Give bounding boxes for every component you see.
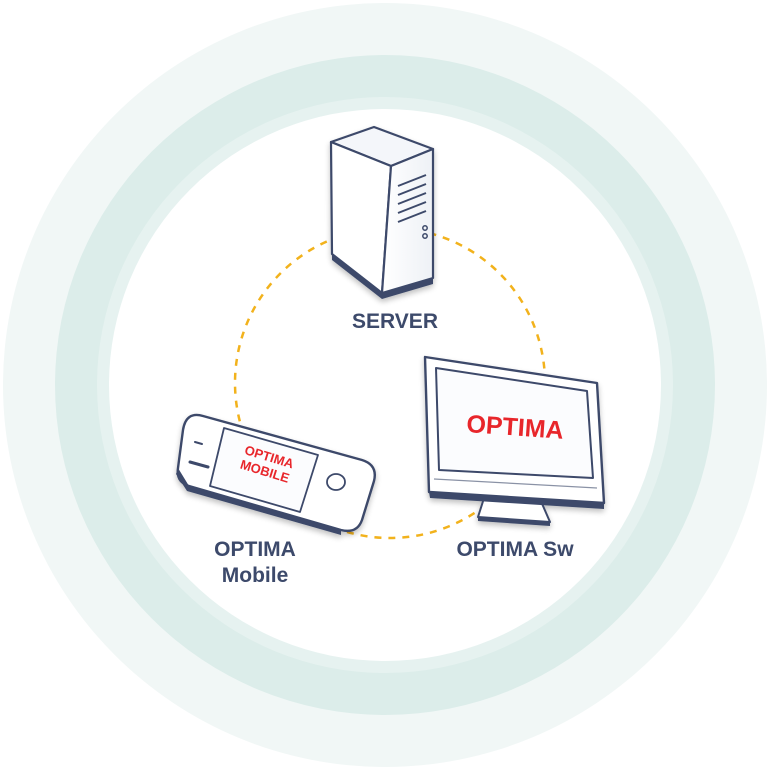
server-label: SERVER — [352, 310, 438, 333]
desktop-screen-text: OPTIMA — [466, 410, 565, 445]
mobile-label: OPTIMA Mobile — [170, 537, 340, 589]
desktop-label: OPTIMA Sw — [456, 538, 574, 561]
mobile-phone-icon — [176, 413, 376, 535]
mobile-label-line1: OPTIMA — [214, 538, 296, 561]
desktop-monitor-icon — [423, 355, 606, 526]
mobile-label-line2: Mobile — [221, 564, 289, 587]
server-icon — [329, 125, 435, 299]
